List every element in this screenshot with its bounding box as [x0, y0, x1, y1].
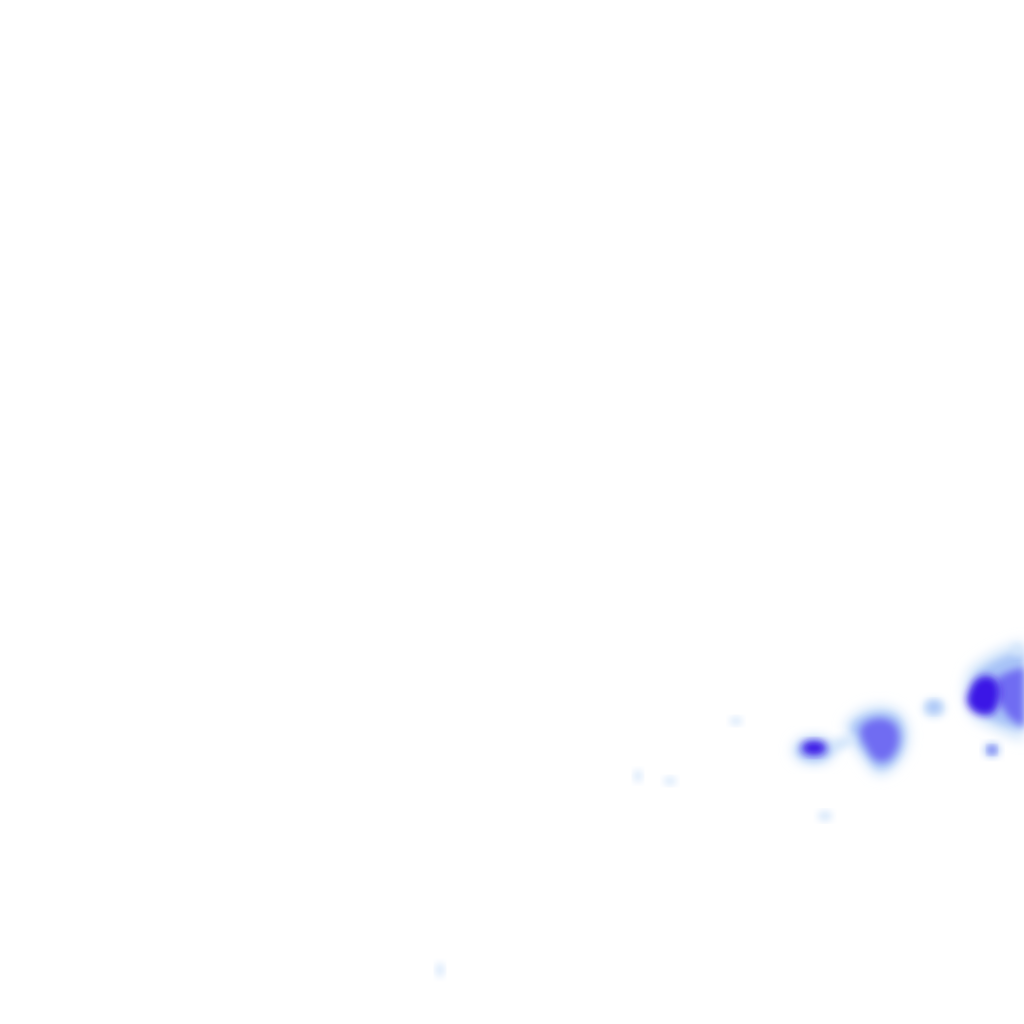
precip-cell-small-east [922, 698, 946, 718]
precip-fragment-2 [634, 770, 642, 782]
precip-fragment-5 [436, 963, 444, 977]
precip-fragment-1 [730, 717, 742, 725]
precip-fragment-6 [1012, 644, 1024, 656]
precip-cell-east-edge-complex [963, 640, 1024, 757]
precip-cell-west-small [792, 735, 836, 765]
precip-fragment-3 [664, 777, 676, 785]
precip-fragment-4 [818, 811, 832, 821]
precip-cell-central [826, 705, 910, 776]
